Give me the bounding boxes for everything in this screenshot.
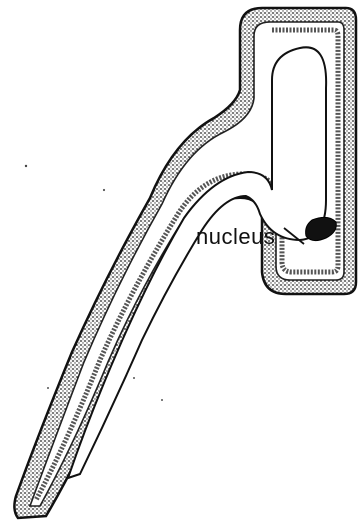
speck bbox=[133, 377, 135, 379]
speck bbox=[25, 165, 27, 167]
speck bbox=[103, 189, 105, 191]
speck bbox=[161, 399, 163, 401]
nucleus-label: nucleus bbox=[196, 226, 275, 248]
speck bbox=[47, 387, 49, 389]
